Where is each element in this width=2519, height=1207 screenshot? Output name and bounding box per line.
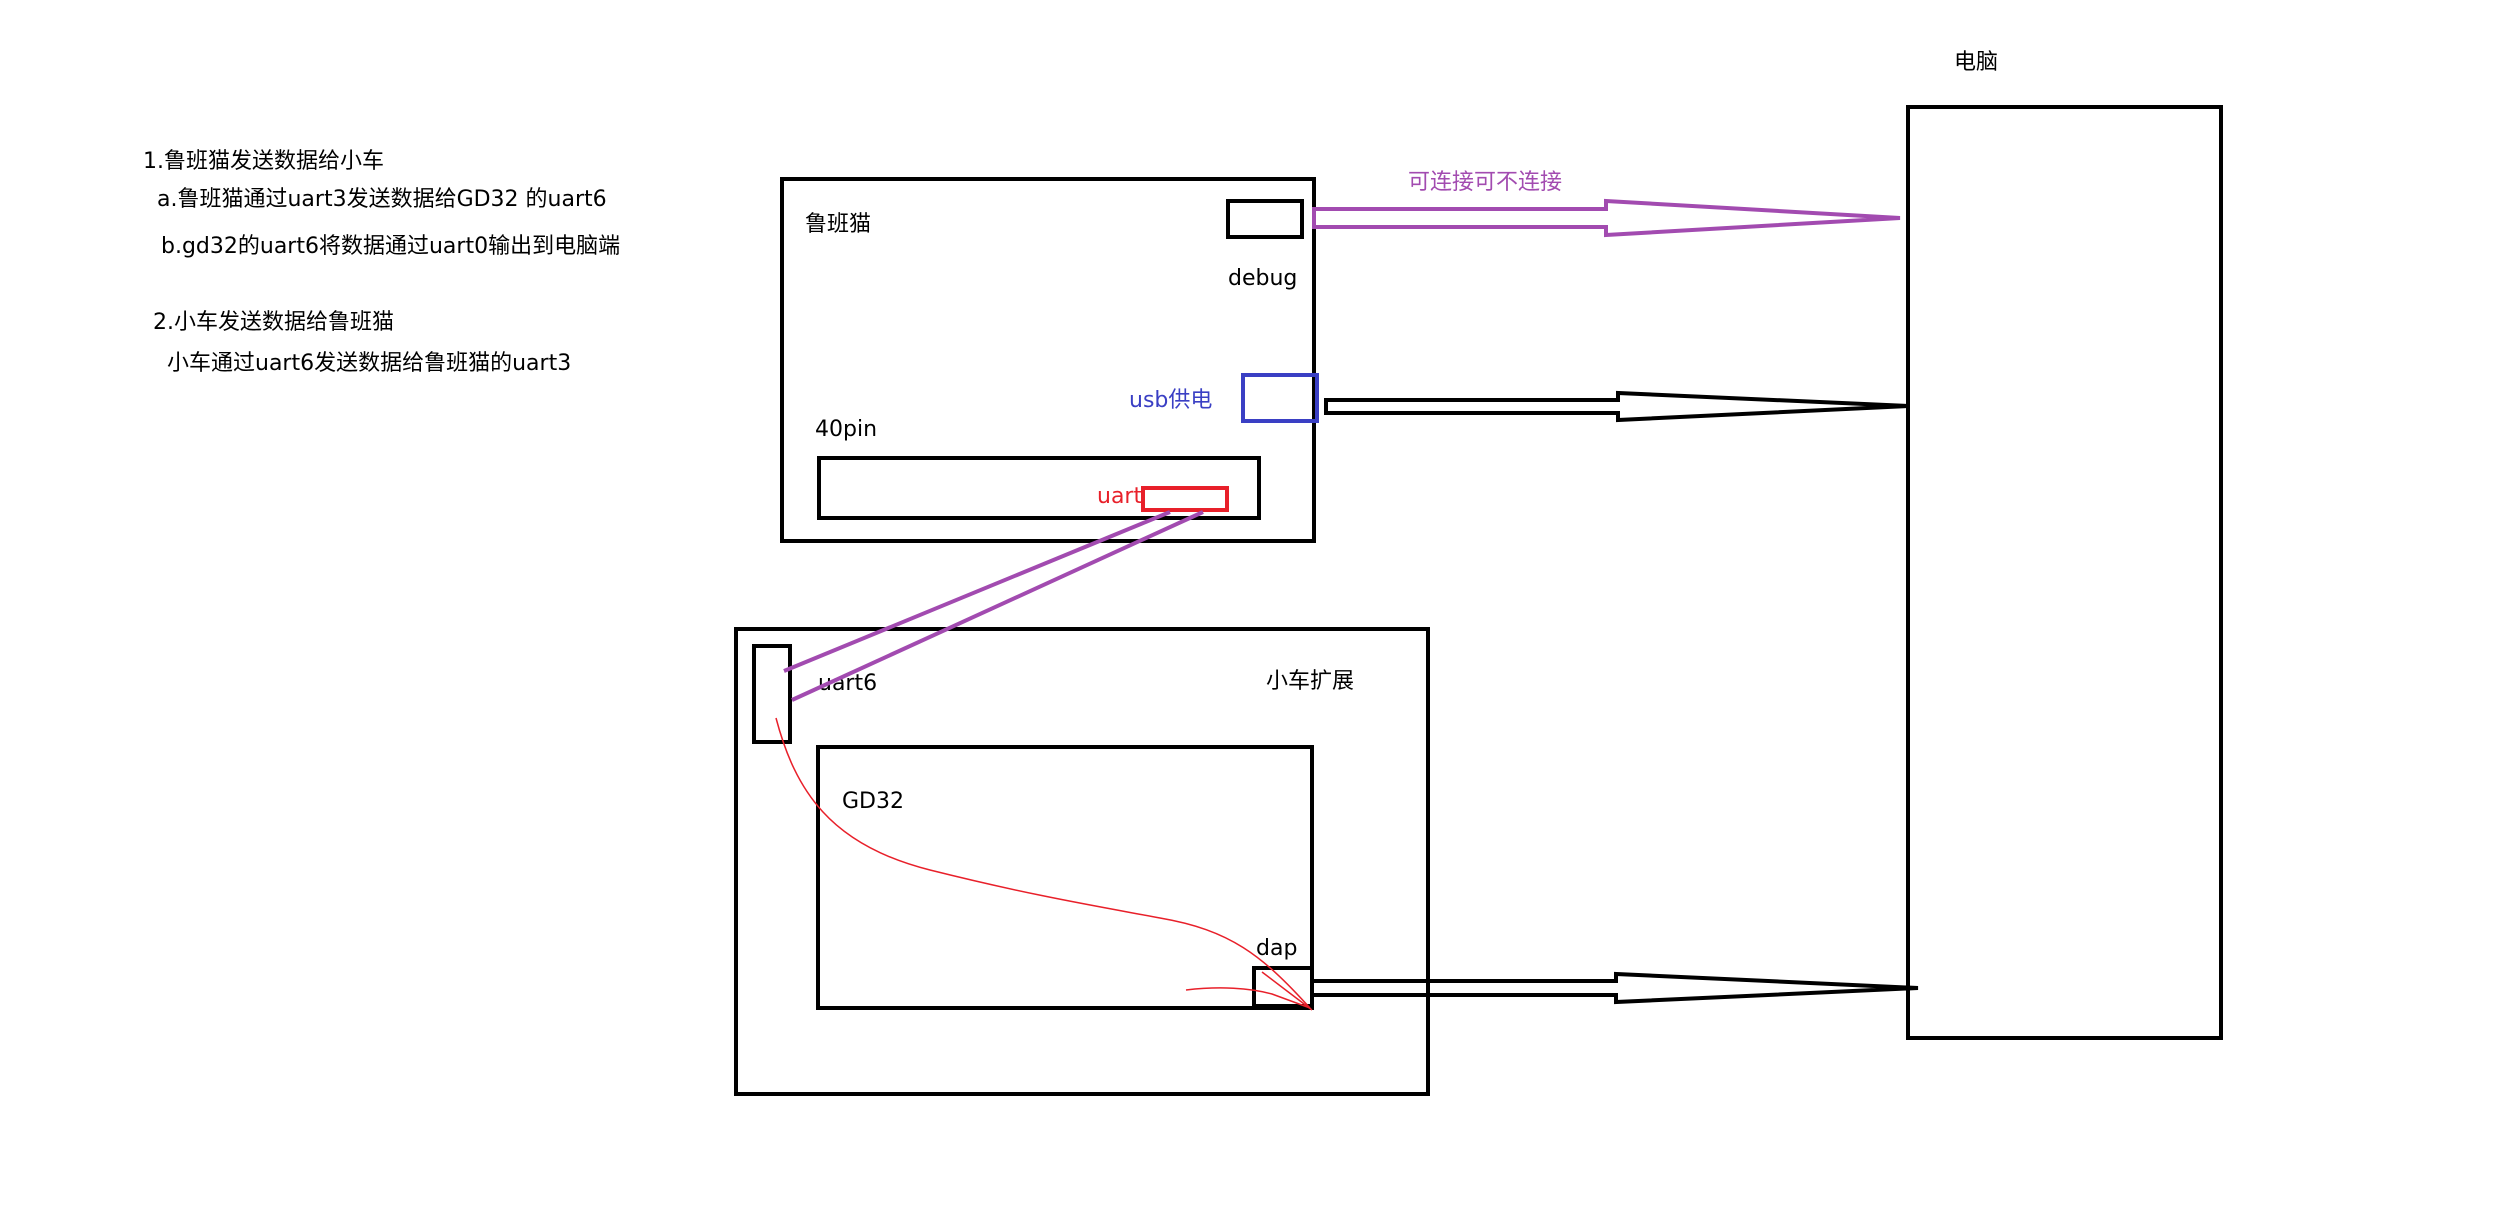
dap-to-pc-arrow xyxy=(1310,971,1919,1005)
pc-label: 电脑 xyxy=(1954,50,1998,75)
uart-link-line-b xyxy=(791,510,1204,702)
debug-label: debug xyxy=(1228,266,1297,291)
uart3-to-uart6-link xyxy=(783,510,1204,702)
dap-label: dap xyxy=(1256,936,1297,961)
debug-to-pc-arrow: 可连接可不连接 xyxy=(1312,170,1901,238)
note-1a: a.鲁班猫通过uart3发送数据给GD32 的uart6 xyxy=(157,187,607,212)
usb-to-pc-arrow xyxy=(1324,390,1909,423)
lubancat-board: 鲁班猫 debug usb供电 40pin uart xyxy=(780,177,1319,543)
red-curve-tail xyxy=(1185,987,1311,1009)
uart6-port xyxy=(752,644,792,744)
car-expansion-board: 小车扩展 uart6 GD32 dap xyxy=(734,627,1430,1096)
usb-power-label: usb供电 xyxy=(1129,388,1212,413)
red-diagonal xyxy=(1261,971,1313,1011)
pc: 电脑 xyxy=(1906,50,2223,1040)
note-2: 2.小车发送数据给鲁班猫 xyxy=(153,310,394,335)
red-curve xyxy=(775,717,1311,1009)
notes: 1.鲁班猫发送数据给小车 a.鲁班猫通过uart3发送数据给GD32 的uart… xyxy=(143,149,620,376)
gd32-label: GD32 xyxy=(842,789,904,814)
uart6-to-dap-trace xyxy=(775,717,1313,1011)
debug-port xyxy=(1226,199,1304,239)
optional-connection-label: 可连接可不连接 xyxy=(1408,170,1562,195)
uart3-port xyxy=(1141,486,1229,512)
gd32-box xyxy=(816,745,1314,1010)
car-label: 小车扩展 xyxy=(1266,669,1354,694)
note-1b: b.gd32的uart6将数据通过uart0输出到电脑端 xyxy=(161,234,620,259)
uart3-label: uart xyxy=(1097,484,1142,509)
lubancat-label: 鲁班猫 xyxy=(805,212,871,237)
pc-box xyxy=(1906,105,2223,1040)
note-2a: 小车通过uart6发送数据给鲁班猫的uart3 xyxy=(167,351,571,376)
note-1: 1.鲁班猫发送数据给小车 xyxy=(143,149,384,174)
pin-header-label: 40pin xyxy=(815,417,877,442)
usb-port xyxy=(1241,373,1319,423)
debug-arrow-shape xyxy=(1312,198,1901,238)
uart-link-line-a xyxy=(783,510,1171,673)
car-box xyxy=(734,627,1430,1096)
pin-header xyxy=(817,456,1261,520)
lubancat-box xyxy=(780,177,1316,543)
